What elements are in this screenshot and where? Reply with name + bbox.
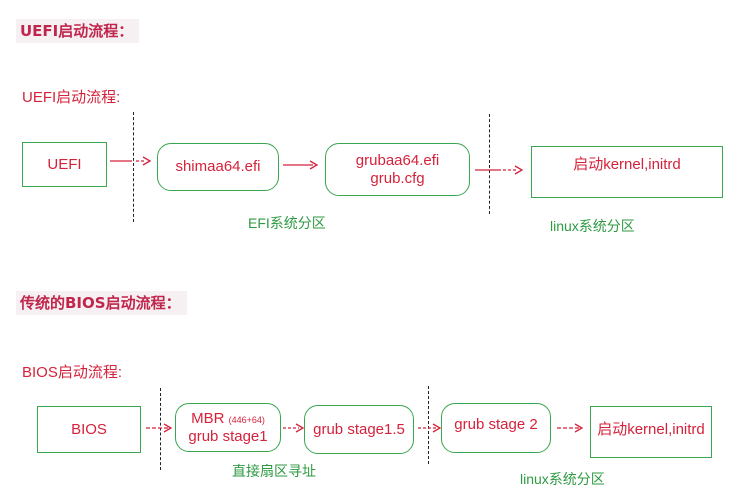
mbr-line: MBR (446+64) [191, 410, 265, 428]
arrow-stage15-to-stage2 [418, 422, 442, 434]
uefi-section-heading: UEFI启动流程： [16, 19, 140, 43]
bios-kernel-label: 启动kernel,initrd [597, 421, 705, 438]
uefi-box: UEFI [22, 142, 107, 187]
mbr-size-label: (446+64) [228, 414, 265, 425]
shim-box-label: shimaa64.efi [175, 158, 261, 175]
grub-stage15-box: grub stage1.5 [304, 405, 414, 454]
arrow-grub-to-kernel [475, 164, 525, 176]
bios-box-label: BIOS [71, 420, 107, 438]
arrow-mbr-to-stage15 [283, 422, 305, 434]
bios-section-heading: 传统的BIOS启动流程： [16, 291, 187, 315]
arrow-stage2-to-kernel [557, 422, 585, 434]
mbr-box: MBR (446+64) grub stage1 [175, 403, 281, 452]
grub-stage2-label: grub stage 2 [454, 416, 538, 433]
sector-addressing-label: 直接扇区寻址 [232, 463, 316, 479]
arrow-bios-to-mbr [146, 422, 174, 434]
uefi-kernel-label: 启动kernel,initrd [573, 156, 681, 173]
grub-cfg-label: grub.cfg [370, 169, 425, 187]
uefi-box-label: UEFI [47, 155, 82, 173]
uefi-divider-2 [489, 114, 490, 214]
bios-linux-partition-label: linux系统分区 [520, 471, 605, 487]
bios-flow-subtitle: BIOS启动流程: [22, 364, 123, 381]
bios-divider-2 [428, 386, 429, 464]
bios-divider-1 [160, 388, 161, 470]
uefi-kernel-box: 启动kernel,initrd [531, 146, 723, 198]
bios-kernel-box: 启动kernel,initrd [590, 406, 712, 458]
shim-box: shimaa64.efi [157, 143, 279, 191]
efi-partition-label: EFI系统分区 [248, 215, 326, 231]
grub-efi-box: grubaa64.efi grub.cfg [325, 143, 470, 196]
grub-efi-label: grubaa64.efi [355, 151, 440, 169]
arrow-shim-to-grub [283, 159, 319, 171]
uefi-linux-partition-label: linux系统分区 [550, 218, 635, 234]
mbr-label: MBR [191, 409, 225, 427]
grub-stage2-box: grub stage 2 [441, 403, 551, 453]
uefi-divider-1 [133, 112, 134, 222]
arrow-uefi-to-shim [110, 155, 152, 167]
grub-stage15-label: grub stage1.5 [313, 420, 405, 438]
bios-box: BIOS [37, 406, 141, 453]
uefi-flow-subtitle: UEFI启动流程: [22, 89, 121, 106]
grub-stage1-label: grub stage1 [188, 427, 268, 445]
